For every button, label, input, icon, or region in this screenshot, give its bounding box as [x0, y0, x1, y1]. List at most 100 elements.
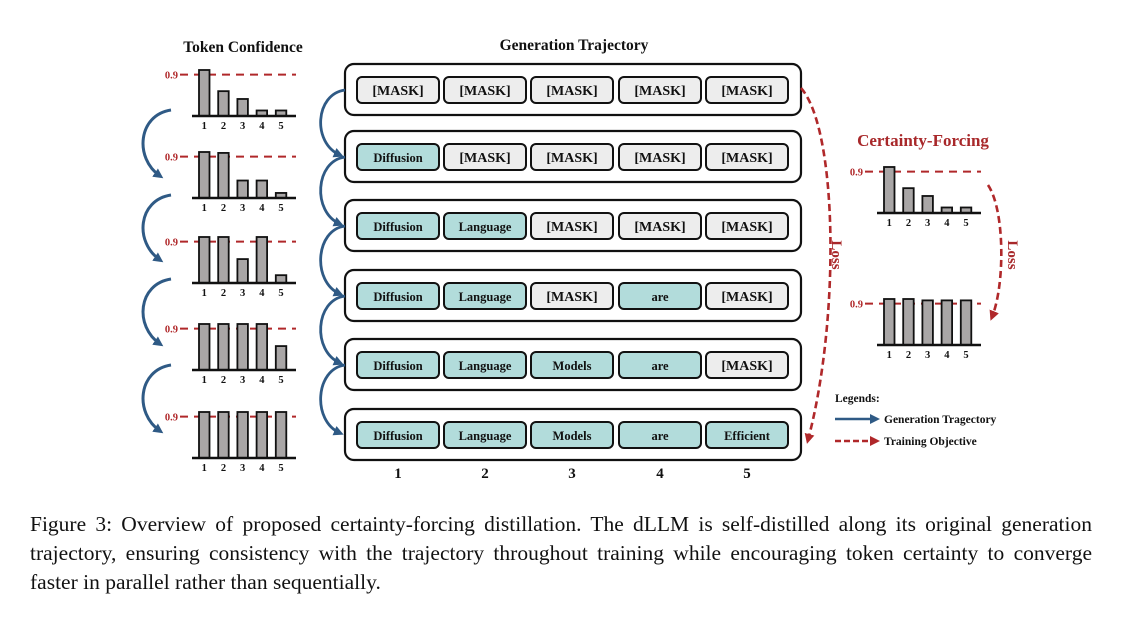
confidence-bar	[236, 179, 249, 199]
confidence-bar	[255, 179, 269, 199]
bar-tick-label: 5	[963, 218, 968, 229]
decoded-token	[530, 421, 614, 449]
token-text: are	[651, 359, 669, 373]
token-text: [MASK]	[546, 220, 597, 235]
confidence-bar	[198, 69, 211, 117]
trajectory-row: Diffusion[MASK][MASK][MASK][MASK]	[343, 129, 803, 184]
decoded-token	[618, 351, 702, 379]
mask-token	[618, 143, 702, 171]
trajectory-step-arrow	[319, 155, 346, 227]
confidence-bar	[236, 258, 249, 284]
mask-token	[530, 76, 614, 104]
legend-title: Legends:	[835, 393, 880, 405]
decoded-token	[443, 351, 527, 379]
bar-tick-label: 4	[259, 121, 265, 132]
confidence-bar	[274, 411, 288, 459]
bar-tick-label: 3	[925, 218, 930, 229]
token-text: Language	[459, 220, 512, 234]
step-arrow	[141, 277, 172, 347]
bar-tick-label: 4	[259, 203, 265, 214]
mask-token	[705, 282, 789, 310]
confidence-bar	[236, 98, 249, 117]
token-text: [MASK]	[721, 359, 772, 374]
confidence-bar	[198, 151, 211, 199]
confidence-bar	[921, 195, 934, 214]
loss-arrow-trajectory	[800, 87, 832, 444]
bar-tick-label: 2	[221, 203, 226, 214]
threshold-label: 0.9	[165, 325, 178, 336]
left-step-arrows	[141, 108, 172, 434]
token-text: [MASK]	[634, 84, 685, 99]
generation-trajectory-rows: [MASK] [MASK] [MASK] [MASK] [MASK] Diffusion […	[343, 62, 803, 462]
token-text: [MASK]	[546, 84, 597, 99]
decoded-token	[443, 212, 527, 240]
bar-tick-label: 4	[944, 218, 950, 229]
token-text: [MASK]	[721, 84, 772, 99]
bar-tick-label: 2	[221, 463, 226, 474]
legend-item-training: Training Objective	[884, 436, 977, 448]
bar-tick-label: 4	[259, 375, 265, 386]
confidence-bar	[198, 236, 211, 284]
mask-token	[530, 282, 614, 310]
token-text: Diffusion	[373, 429, 422, 443]
bar-tick-label: 2	[906, 350, 911, 361]
bar-tick-label: 3	[240, 288, 245, 299]
token-text: [MASK]	[459, 151, 510, 166]
confidence-bar	[236, 323, 249, 371]
confidence-bar	[217, 411, 230, 459]
token-text: Language	[459, 429, 512, 443]
confidence-bar	[959, 299, 973, 346]
threshold-label: 0.9	[165, 413, 178, 424]
confidence-bar	[274, 345, 288, 371]
trajectory-step-arrows	[319, 88, 346, 436]
token-text: [MASK]	[634, 151, 685, 166]
confidence-bar	[217, 152, 230, 199]
token-text: Language	[459, 290, 512, 304]
trajectory-step-arrow	[319, 294, 346, 366]
confidence-bar	[255, 411, 269, 459]
token-text: [MASK]	[372, 84, 423, 99]
decoded-token	[356, 421, 440, 449]
loss-label-trajectory: Loss	[828, 240, 844, 269]
token-text: Diffusion	[373, 359, 422, 373]
legend: Legends: Generation Tragectory Training …	[835, 393, 997, 448]
trajectory-row: Diffusion Language Models are Efficient	[343, 407, 803, 462]
token-text: are	[651, 429, 669, 443]
mask-token	[705, 76, 789, 104]
token-text: Efficient	[724, 429, 771, 443]
decoded-token	[443, 421, 527, 449]
confidence-bar	[883, 298, 896, 346]
threshold-label: 0.9	[165, 153, 178, 164]
decoded-token	[356, 143, 440, 171]
mask-token	[618, 212, 702, 240]
token-text: are	[651, 290, 669, 304]
legend-item-generation: Generation Tragectory	[884, 414, 997, 426]
position-label: 2	[481, 466, 489, 482]
certainty-forcing-diagram: Token Confidence Generation Trajectory C…	[141, 37, 1020, 482]
confidence-bar	[198, 411, 211, 459]
bar-tick-label: 5	[278, 121, 283, 132]
token-text: Models	[553, 429, 592, 443]
bar-tick-label: 2	[221, 121, 226, 132]
bar-tick-label: 1	[202, 463, 207, 474]
decoded-token	[356, 351, 440, 379]
token-confidence-title: Token Confidence	[183, 39, 303, 56]
trajectory-step-arrow	[319, 363, 346, 436]
trajectory-row: [MASK][MASK][MASK][MASK][MASK]	[343, 62, 803, 117]
bar-tick-label: 5	[278, 463, 283, 474]
threshold-label: 0.9	[165, 71, 178, 82]
mask-token	[530, 143, 614, 171]
confidence-bar	[902, 187, 915, 214]
mask-token	[705, 212, 789, 240]
decoded-token	[443, 282, 527, 310]
confidence-bar	[198, 323, 211, 371]
token-text: [MASK]	[546, 290, 597, 305]
loss-label-certainty: Loss	[1004, 240, 1020, 269]
token-text: Models	[553, 359, 592, 373]
generation-trajectory-title: Generation Trajectory	[500, 37, 649, 54]
